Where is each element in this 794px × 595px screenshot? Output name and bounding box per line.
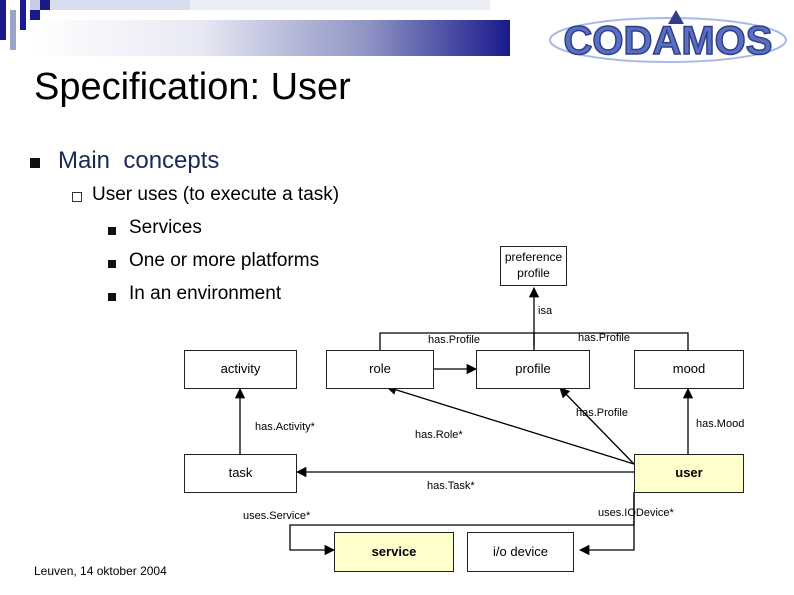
bullet-square-icon xyxy=(108,260,116,268)
footer-date: Leuven, 14 oktober 2004 xyxy=(34,564,167,578)
label-has-task: has.Task* xyxy=(427,480,475,492)
edge-has-profile-role xyxy=(379,332,535,352)
label-has-mood: has.Mood xyxy=(696,418,745,430)
label-isa: isa xyxy=(538,305,553,317)
bullet-user-uses: User uses (to execute a task) xyxy=(92,184,340,205)
bullet-square-icon xyxy=(108,227,116,235)
node-user: user xyxy=(634,454,744,493)
node-task: task xyxy=(184,454,297,493)
label-has-profile-mood: has.Profile xyxy=(578,332,630,344)
bullet-hollow-square-icon xyxy=(72,192,82,202)
label-uses-service: uses.Service* xyxy=(243,510,311,522)
edge-has-role xyxy=(386,384,635,465)
bullet-environment: In an environment xyxy=(129,283,282,304)
svg-text:CODAMOS: CODAMOS xyxy=(564,19,773,63)
label-has-role: has.Role* xyxy=(415,429,463,441)
bullet-services: Services xyxy=(129,217,202,238)
node-role: role xyxy=(326,350,434,389)
slide-title: Specification: User xyxy=(34,66,351,108)
node-profile: profile xyxy=(476,350,590,389)
bullet-square-icon xyxy=(30,158,40,168)
bullet-square-icon xyxy=(108,293,116,301)
edge-has-profile-user xyxy=(559,387,635,465)
label-uses-io-device: uses.IODevice* xyxy=(598,507,674,519)
header-bar xyxy=(0,0,510,56)
bullet-platforms: One or more platforms xyxy=(129,250,320,271)
node-mood: mood xyxy=(634,350,744,389)
node-service: service xyxy=(334,532,454,572)
node-io-device: i/o device xyxy=(467,532,574,572)
bullet-main-concepts: Main concepts xyxy=(58,147,220,174)
edge-uses-io-device xyxy=(578,492,635,556)
label-has-activity: has.Activity* xyxy=(255,421,315,433)
label-has-profile-user: has.Profile xyxy=(576,407,628,419)
edge-has-profile-mood xyxy=(534,332,689,352)
codamos-logo: CODAMOS xyxy=(548,6,788,68)
node-activity: activity xyxy=(184,350,297,389)
node-preference-profile: preference profile xyxy=(500,246,567,286)
label-has-profile-role: has.Profile xyxy=(428,334,480,346)
